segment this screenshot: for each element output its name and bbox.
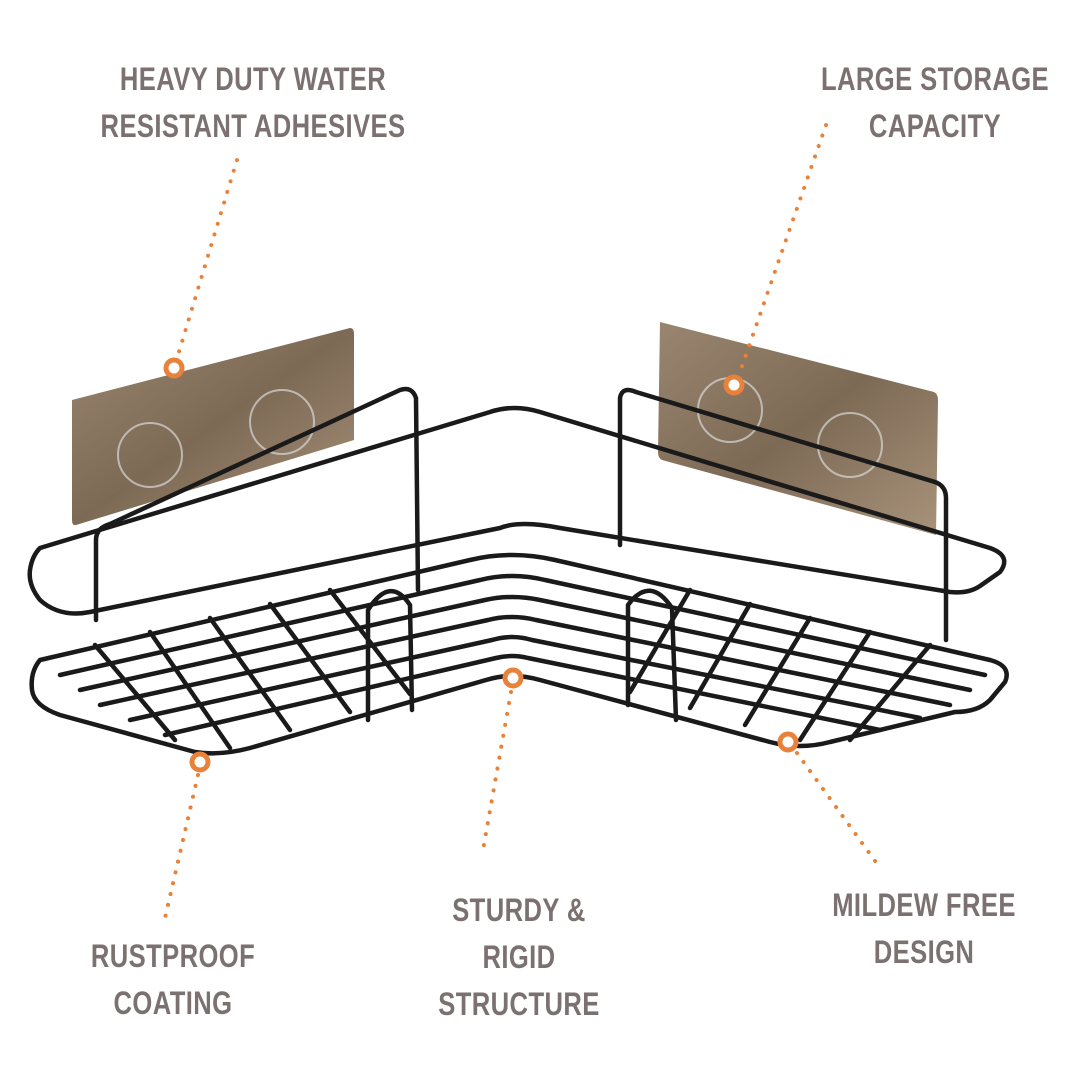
feature-label-storage: LARGE STORAGE CAPACITY xyxy=(735,56,1080,150)
label-line: LARGE STORAGE xyxy=(820,61,1050,97)
label-line: MILDEW FREE xyxy=(832,887,1016,923)
label-line: STRUCTURE xyxy=(438,986,600,1022)
wire-frame xyxy=(27,386,1009,756)
label-line: STURDY & xyxy=(452,892,586,928)
label-line: HEAVY DUTY WATER xyxy=(119,61,387,97)
label-line: DESIGN xyxy=(873,934,975,970)
marker-adhesives xyxy=(163,357,185,379)
feature-label-adhesives: HEAVY DUTY WATER RESISTANT ADHESIVES xyxy=(53,56,453,150)
label-line: RIGID xyxy=(482,939,556,975)
adhesive-pad-left xyxy=(72,328,354,526)
callout-markers xyxy=(163,357,799,773)
marker-sturdy xyxy=(502,667,524,689)
feature-label-mildew: MILDEW FREE DESIGN xyxy=(724,882,1080,976)
label-line: RESISTANT ADHESIVES xyxy=(100,108,406,144)
marker-mildew xyxy=(777,731,799,753)
label-line: RUSTPROOF xyxy=(90,938,256,974)
label-line: COATING xyxy=(113,985,233,1021)
adhesive-pad-right xyxy=(658,322,938,535)
marker-rustproof xyxy=(189,751,211,773)
marker-storage xyxy=(723,374,745,396)
feature-label-rustproof: RUSTPROOF COATING xyxy=(0,933,373,1027)
leader-lines xyxy=(163,123,880,920)
label-line: CAPACITY xyxy=(868,108,1002,144)
feature-label-sturdy: STURDY & RIGID STRUCTURE xyxy=(319,887,719,1028)
